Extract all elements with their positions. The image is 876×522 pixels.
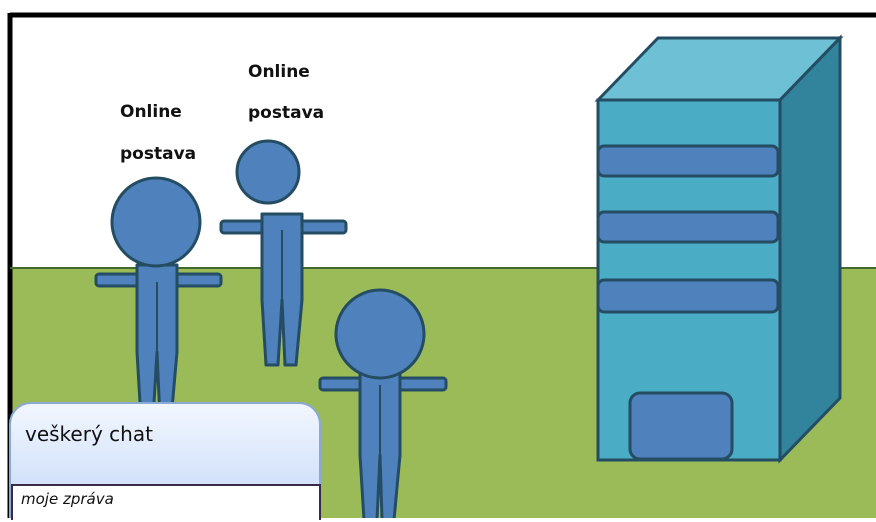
character-head: [235, 139, 301, 205]
building-door[interactable]: [628, 391, 734, 461]
building-window: [596, 210, 780, 244]
character-middle[interactable]: [219, 139, 348, 367]
building-window: [596, 278, 780, 314]
building-window: [596, 144, 780, 178]
character-left-label-line1: Online: [120, 102, 182, 122]
chat-title: veškerý chat: [25, 422, 153, 446]
chat-panel[interactable]: veškerý chat moje zpráva: [9, 402, 321, 520]
character-head: [110, 176, 202, 268]
character-middle-label-line1: Online: [248, 62, 310, 82]
character-left-label-line2: postava: [120, 144, 197, 164]
character-left[interactable]: [94, 176, 223, 422]
chat-input[interactable]: moje zpráva: [11, 484, 321, 520]
character-player[interactable]: [318, 288, 448, 522]
building-side: [778, 34, 842, 464]
character-head: [334, 288, 426, 380]
character-middle-label-line2: postava: [248, 103, 325, 123]
building[interactable]: [594, 34, 844, 464]
